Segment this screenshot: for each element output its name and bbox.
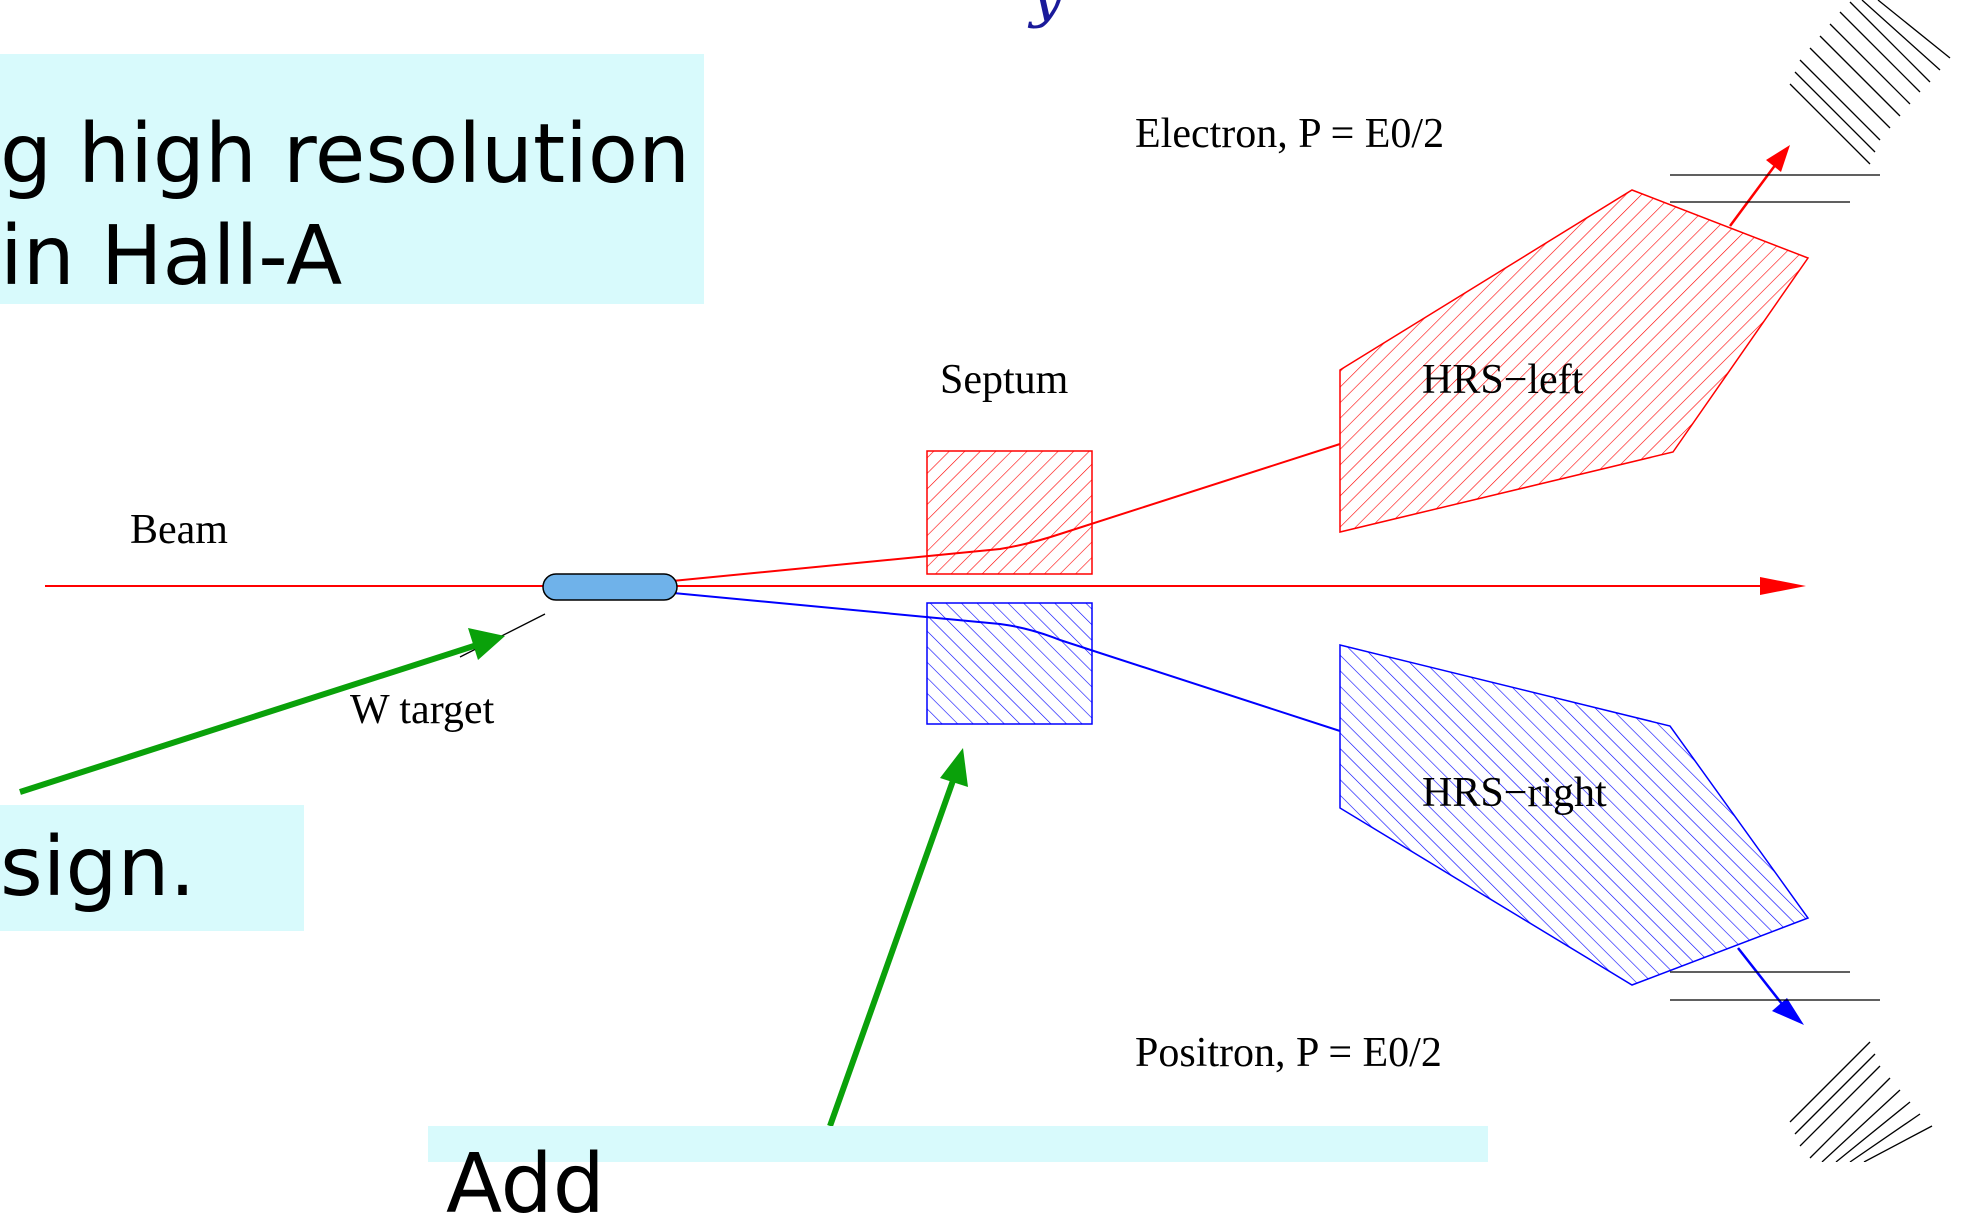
annotation-arrowhead-septum [940, 748, 968, 787]
positron-arrowhead [1772, 998, 1804, 1025]
hrs-right-label: HRS−right [1422, 770, 1607, 816]
hrs-left-body [1339, 189, 1810, 533]
detector-top [1670, 0, 1951, 203]
callout-bottom-line1: Add [446, 1137, 605, 1232]
electron-arrowhead [1766, 145, 1790, 172]
annotation-arrow-target [19, 628, 505, 795]
annotation-arrow-septum [827, 748, 968, 1128]
w-target [542, 573, 678, 601]
detector-bottom [1670, 971, 1933, 1162]
electron-label: Electron, P = E0/2 [1135, 111, 1444, 157]
septum-label: Septum [940, 357, 1069, 403]
spectrometer-diagram: Beam Septum HRS−left HRS−right [19, 0, 1951, 1162]
annotation-arrowhead-target [468, 628, 505, 660]
hrs-left-label: HRS−left [1422, 357, 1584, 403]
callout-middle-line1: sign. [0, 820, 196, 915]
septum-lower [926, 602, 1093, 725]
callout-top-line2: in Hall-A [0, 209, 343, 304]
title-fragment: y [1030, 0, 1064, 30]
beam-arrowhead [1760, 577, 1806, 595]
hrs-right-body [1339, 644, 1810, 986]
positron-label: Positron, P = E0/2 [1135, 1030, 1442, 1076]
beam-line [45, 577, 1806, 595]
target-label: W target [350, 687, 495, 733]
positron-trajectory [599, 585, 1804, 1025]
beam-label: Beam [130, 507, 228, 553]
callout-top-line1: g high resolution [0, 107, 691, 202]
septum-upper [926, 450, 1093, 575]
callout-middle: sign. [0, 805, 304, 931]
callout-bottom: Add [428, 1126, 1488, 1226]
callout-top: g high resolution in Hall-A [0, 54, 704, 304]
electron-trajectory [599, 145, 1790, 589]
